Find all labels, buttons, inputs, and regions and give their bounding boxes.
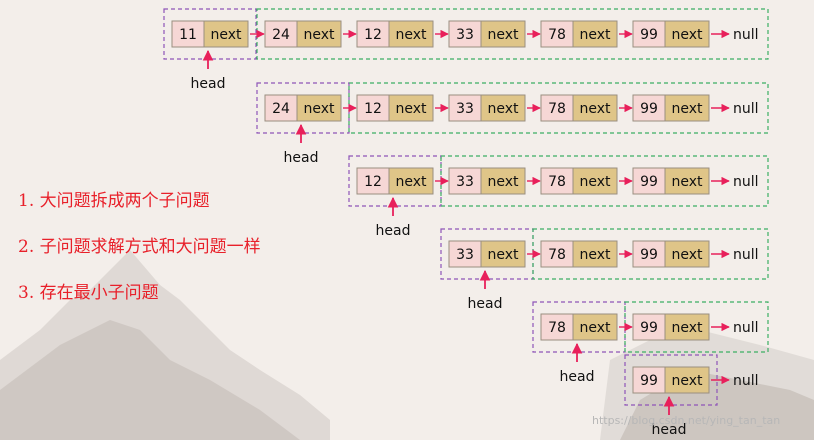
node-value: 99 bbox=[640, 27, 658, 43]
node-next-label: next bbox=[579, 174, 611, 190]
list-node: 24 next bbox=[265, 21, 341, 47]
list-node: 99 next bbox=[633, 95, 709, 121]
list-node: 33 next bbox=[449, 168, 525, 194]
node-next-label: next bbox=[579, 320, 611, 336]
watermark: https://blog.csdn.net/ying_tan_tan bbox=[592, 414, 780, 427]
node-next-label: next bbox=[303, 101, 335, 117]
list-row: 12 next 33 next 78 next 99 next null head bbox=[349, 156, 768, 239]
node-next-label: next bbox=[671, 174, 703, 190]
head-label: head bbox=[376, 223, 411, 239]
list-node: 78 next bbox=[541, 168, 617, 194]
node-next-label: next bbox=[395, 174, 427, 190]
point-3: 3. 存在最小子问题 bbox=[18, 278, 159, 303]
list-node: 11 next bbox=[172, 21, 248, 47]
node-next-label: next bbox=[671, 247, 703, 263]
node-value: 78 bbox=[548, 247, 566, 263]
node-next-label: next bbox=[579, 27, 611, 43]
list-node: 78 next bbox=[541, 21, 617, 47]
head-label: head bbox=[468, 296, 503, 312]
list-node: 99 next bbox=[633, 314, 709, 340]
node-next-label: next bbox=[487, 27, 519, 43]
list-node: 12 next bbox=[357, 168, 433, 194]
head-label: head bbox=[560, 369, 595, 385]
node-next-label: next bbox=[579, 101, 611, 117]
null-terminator: null bbox=[733, 373, 759, 389]
list-node: 99 next bbox=[633, 21, 709, 47]
node-value: 24 bbox=[272, 101, 290, 117]
head-label: head bbox=[191, 76, 226, 92]
node-value: 78 bbox=[548, 27, 566, 43]
list-node: 33 next bbox=[449, 241, 525, 267]
node-next-label: next bbox=[671, 101, 703, 117]
node-value: 12 bbox=[364, 101, 382, 117]
list-node: 78 next bbox=[541, 95, 617, 121]
list-node: 99 next bbox=[633, 367, 709, 393]
null-terminator: null bbox=[733, 101, 759, 117]
null-terminator: null bbox=[733, 320, 759, 336]
list-node: 99 next bbox=[633, 168, 709, 194]
node-value: 33 bbox=[456, 101, 474, 117]
point-2: 2. 子问题求解方式和大问题一样 bbox=[18, 232, 261, 257]
node-value: 33 bbox=[456, 247, 474, 263]
node-next-label: next bbox=[671, 373, 703, 389]
list-node: 78 next bbox=[541, 314, 617, 340]
node-next-label: next bbox=[579, 247, 611, 263]
node-next-label: next bbox=[303, 27, 335, 43]
node-value: 24 bbox=[272, 27, 290, 43]
node-value: 33 bbox=[456, 27, 474, 43]
null-terminator: null bbox=[733, 174, 759, 190]
list-node: 33 next bbox=[449, 21, 525, 47]
list-node: 33 next bbox=[449, 95, 525, 121]
point-1: 1. 大问题拆成两个子问题 bbox=[18, 186, 210, 211]
node-value: 78 bbox=[548, 174, 566, 190]
null-terminator: null bbox=[733, 247, 759, 263]
list-node: 99 next bbox=[633, 241, 709, 267]
node-next-label: next bbox=[395, 27, 427, 43]
node-next-label: next bbox=[671, 320, 703, 336]
list-node: 12 next bbox=[357, 21, 433, 47]
list-row: 24 next 12 next 33 next 78 next 99 next null head bbox=[257, 83, 768, 166]
node-next-label: next bbox=[210, 27, 242, 43]
node-value: 99 bbox=[640, 101, 658, 117]
node-next-label: next bbox=[487, 174, 519, 190]
node-value: 12 bbox=[364, 174, 382, 190]
list-node: 78 next bbox=[541, 241, 617, 267]
node-value: 78 bbox=[548, 101, 566, 117]
list-node: 24 next bbox=[265, 95, 341, 121]
head-label: head bbox=[284, 150, 319, 166]
node-next-label: next bbox=[395, 101, 427, 117]
node-next-label: next bbox=[671, 27, 703, 43]
node-value: 99 bbox=[640, 320, 658, 336]
node-value: 78 bbox=[548, 320, 566, 336]
node-value: 33 bbox=[456, 174, 474, 190]
null-terminator: null bbox=[733, 27, 759, 43]
node-value: 12 bbox=[364, 27, 382, 43]
node-next-label: next bbox=[487, 101, 519, 117]
node-value: 99 bbox=[640, 373, 658, 389]
node-value: 11 bbox=[179, 27, 197, 43]
node-next-label: next bbox=[487, 247, 519, 263]
list-row: 33 next 78 next 99 next null head bbox=[441, 229, 768, 312]
list-row: 11 next 24 next 12 next 33 next 78 next 99 next null… bbox=[164, 9, 768, 92]
node-value: 99 bbox=[640, 174, 658, 190]
list-node: 12 next bbox=[357, 95, 433, 121]
node-value: 99 bbox=[640, 247, 658, 263]
